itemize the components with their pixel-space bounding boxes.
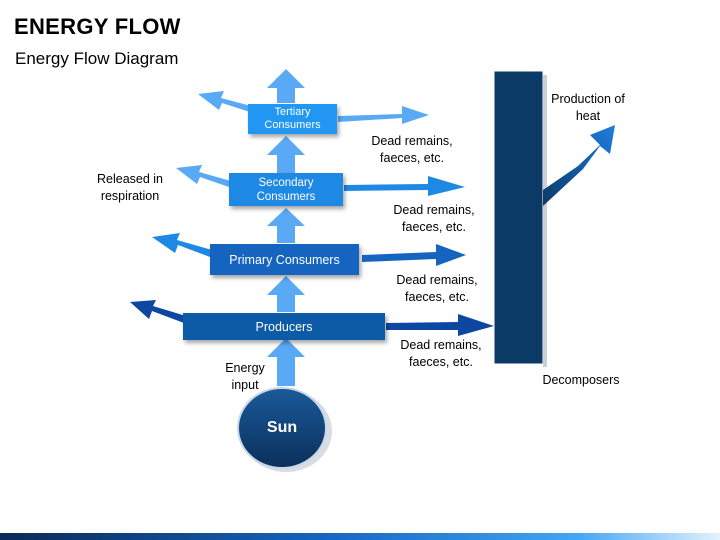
dead-remains-arrow-tertiary bbox=[338, 106, 429, 124]
bottom-accent-bar bbox=[0, 533, 720, 540]
respiration-arrow-producers bbox=[130, 300, 186, 323]
decomposers-label: Decomposers bbox=[542, 373, 620, 387]
primary-consumers-box: Primary Consumers bbox=[210, 244, 359, 275]
producers-box: Producers bbox=[183, 313, 385, 340]
production-of-heat-label: Production of heat bbox=[551, 92, 625, 123]
respiration-arrow-primary bbox=[152, 233, 212, 257]
dead-remains-arrow-producers bbox=[386, 314, 494, 336]
tertiary-consumers-box: Tertiary Consumers bbox=[248, 104, 337, 134]
dead-remains-arrow-primary bbox=[362, 244, 466, 266]
energy-input-label: Energy input bbox=[225, 361, 265, 392]
dead-remains-label-primary: Dead remains, faeces, etc. bbox=[396, 273, 478, 304]
respiration-arrows bbox=[130, 91, 251, 323]
decomposers-bar bbox=[493, 70, 544, 365]
dead-remains-label-tertiary: Dead remains, faeces, etc. bbox=[371, 134, 453, 165]
upward-energy-arrows bbox=[267, 69, 305, 386]
secondary-consumers-box: Secondary Consumers bbox=[229, 173, 343, 206]
arrow-sun-to-producers bbox=[267, 338, 305, 386]
dead-remains-label-secondary: Dead remains, faeces, etc. bbox=[393, 203, 475, 234]
page-subtitle: Energy Flow Diagram bbox=[15, 49, 179, 68]
respiration-label: Released in respiration bbox=[96, 172, 163, 203]
dead-remains-arrows bbox=[338, 106, 494, 336]
dead-remains-arrow-secondary bbox=[344, 176, 465, 196]
respiration-arrow-tertiary bbox=[198, 91, 251, 112]
arrow-secondary-to-tertiary bbox=[267, 136, 305, 173]
sun-circle bbox=[237, 387, 327, 469]
arrow-tertiary-up bbox=[267, 69, 305, 103]
dead-remains-label-producers: Dead remains, faeces, etc. bbox=[400, 338, 482, 369]
sun-label: Sun bbox=[266, 419, 298, 436]
heat-arrow bbox=[543, 125, 615, 206]
page-title: ENERGY FLOW bbox=[14, 14, 181, 39]
arrow-primary-to-secondary bbox=[267, 208, 305, 243]
arrow-producers-to-primary bbox=[267, 276, 305, 312]
respiration-arrow-secondary bbox=[176, 165, 231, 187]
